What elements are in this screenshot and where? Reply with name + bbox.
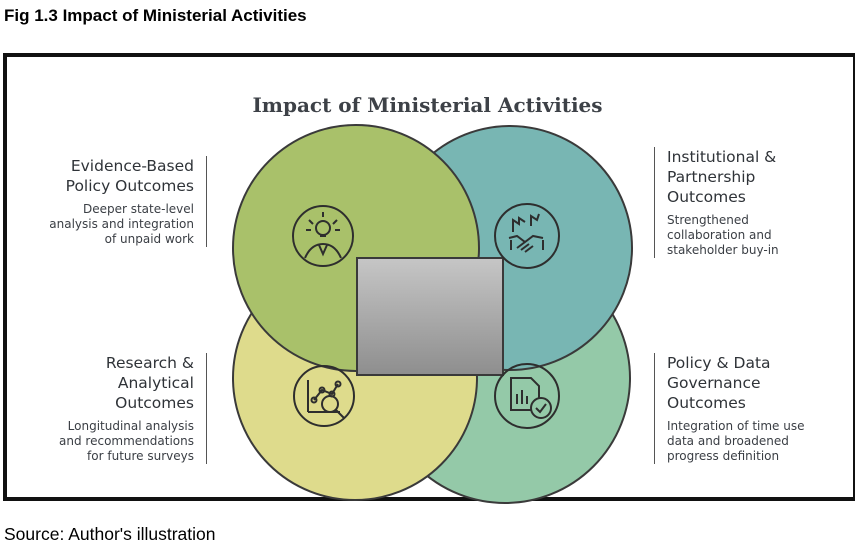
document-check-icon: [494, 363, 560, 429]
description-policy-data-governance: Integration of time use data and broaden…: [667, 419, 805, 463]
chart-magnifier-icon: [293, 365, 355, 427]
description-evidence-based: Deeper state-level analysis and integrat…: [49, 202, 194, 246]
center-square: [356, 257, 504, 376]
description-institutional-partnership: Strengthened collaboration and stakehold…: [667, 213, 779, 257]
diagram-title: Impact of Ministerial Activities: [252, 93, 603, 117]
lightbulb-person-icon: [292, 205, 354, 267]
label-top-left: Evidence-Based Policy Outcomes Deeper st…: [20, 156, 207, 247]
label-top-right: Institutional & Partnership Outcomes Str…: [654, 147, 847, 258]
label-bottom-left: Research & Analytical Outcomes Longitudi…: [20, 353, 207, 464]
heading-evidence-based: Evidence-Based Policy Outcomes: [65, 157, 194, 195]
description-research-analytical: Longitudinal analysis and recommendation…: [59, 419, 194, 463]
heading-policy-data-governance: Policy & Data Governance Outcomes: [667, 354, 771, 412]
figure-caption: Fig 1.3 Impact of Ministerial Activities: [4, 6, 307, 25]
handshake-icon: [494, 203, 560, 269]
heading-research-analytical: Research & Analytical Outcomes: [105, 354, 194, 412]
heading-institutional-partnership: Institutional & Partnership Outcomes: [667, 148, 777, 206]
label-bottom-right: Policy & Data Governance Outcomes Integr…: [654, 353, 847, 464]
source-note: Source: Author's illustration: [4, 524, 216, 544]
